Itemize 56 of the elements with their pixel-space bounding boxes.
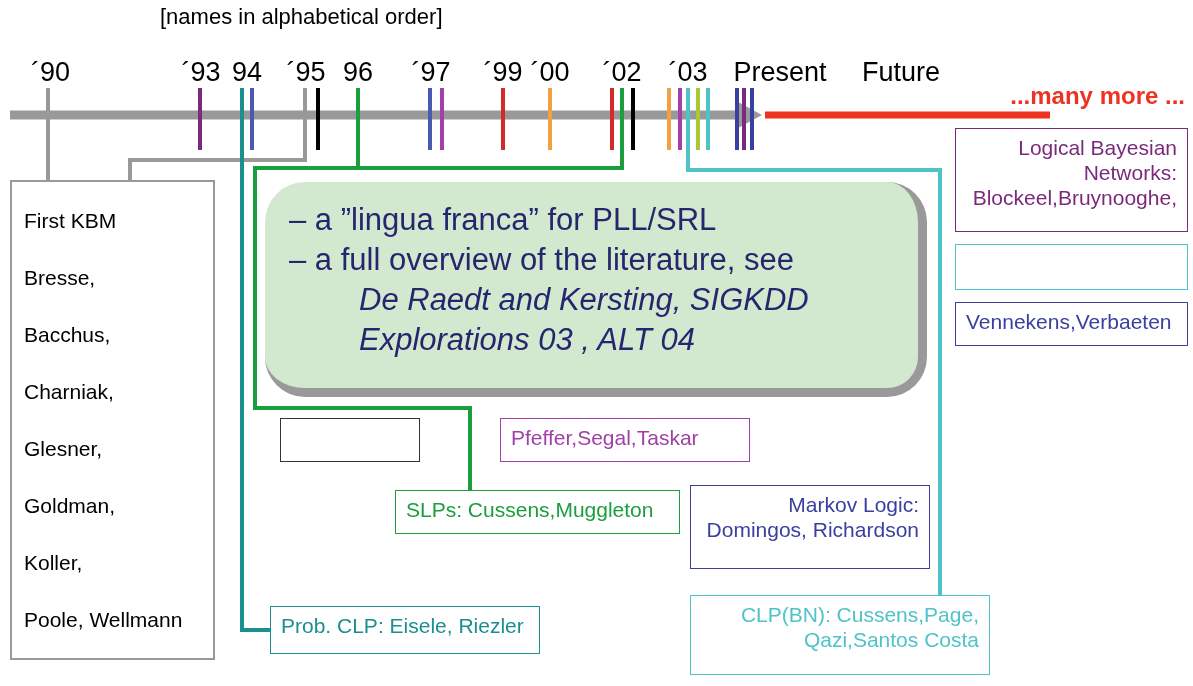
callout-text: – a ”lingua franca” for PLL/SRL bbox=[289, 201, 718, 239]
timeline-label: Future bbox=[862, 56, 941, 88]
reference-box: SLPs: Cussens,Muggleton bbox=[395, 490, 680, 534]
connector-line bbox=[316, 88, 320, 150]
connector-line bbox=[686, 88, 942, 595]
connector-line bbox=[428, 88, 432, 150]
author-name: Glesner, bbox=[24, 436, 104, 461]
connector-line bbox=[548, 88, 552, 150]
note-text: ...many more ... bbox=[1010, 82, 1185, 110]
connector-line bbox=[250, 88, 254, 150]
callout-text: – a full overview of the literature, see bbox=[289, 241, 795, 279]
year-label: ´00 bbox=[530, 56, 570, 88]
connector-line bbox=[240, 88, 270, 632]
reference-box: Vennekens,Verbaeten bbox=[955, 302, 1188, 346]
year-label: ´95 bbox=[285, 56, 327, 88]
connector-line bbox=[667, 88, 671, 150]
caption-note: [names in alphabetical order] bbox=[160, 4, 443, 30]
year-label: ´99 bbox=[482, 56, 524, 88]
connector-line bbox=[501, 88, 505, 150]
connector-line bbox=[440, 88, 444, 150]
callout-text: De Raedt and Kersting, SIGKDD Explorations 03 , ALT 04 bbox=[358, 281, 810, 359]
reference-box: Markov Logic: Domingos, Richardson bbox=[690, 485, 930, 569]
author-list-box bbox=[10, 180, 215, 660]
connector-line bbox=[128, 88, 307, 180]
year-label: Present bbox=[730, 56, 830, 88]
connector-line bbox=[610, 88, 614, 150]
connector-line bbox=[46, 88, 50, 180]
connector-line bbox=[742, 88, 746, 150]
connector-line bbox=[198, 88, 202, 150]
year-label: ´90 bbox=[28, 56, 73, 88]
author-name: Poole, Wellmann bbox=[24, 607, 184, 632]
reference-box: Pfeffer,Segal,Taskar bbox=[500, 418, 750, 462]
author-name: Goldman, bbox=[24, 493, 117, 518]
year-label: 94 bbox=[230, 56, 264, 88]
connector-line bbox=[678, 88, 682, 150]
year-label: ´03 bbox=[662, 56, 714, 88]
connector-line bbox=[696, 88, 700, 150]
year-label: ´97 bbox=[410, 56, 452, 88]
author-name: Bresse, bbox=[24, 265, 97, 290]
author-name: Charniak, bbox=[24, 379, 115, 404]
reference-box: Prob. CLP: Eisele, Riezler bbox=[270, 606, 540, 654]
year-label: ´93 bbox=[180, 56, 222, 88]
connector-line bbox=[735, 88, 739, 150]
author-name: Koller, bbox=[24, 550, 84, 575]
empty-box bbox=[280, 418, 420, 462]
year-label: 96 bbox=[340, 56, 376, 88]
author-name: First KBM bbox=[24, 208, 118, 233]
author-name: Bacchus, bbox=[24, 322, 112, 347]
year-label: ´02 bbox=[600, 56, 644, 88]
connector-line bbox=[706, 88, 710, 150]
reference-box: Logical Bayesian Networks: Blockeel,Bruynooghe, bbox=[955, 128, 1188, 232]
reference-box: CLP(BN): Cussens,Page, Qazi,Santos Costa bbox=[690, 595, 990, 675]
connector-line bbox=[631, 88, 635, 150]
connector-line bbox=[750, 88, 754, 150]
empty-box bbox=[955, 244, 1188, 290]
callout-box bbox=[265, 182, 927, 397]
